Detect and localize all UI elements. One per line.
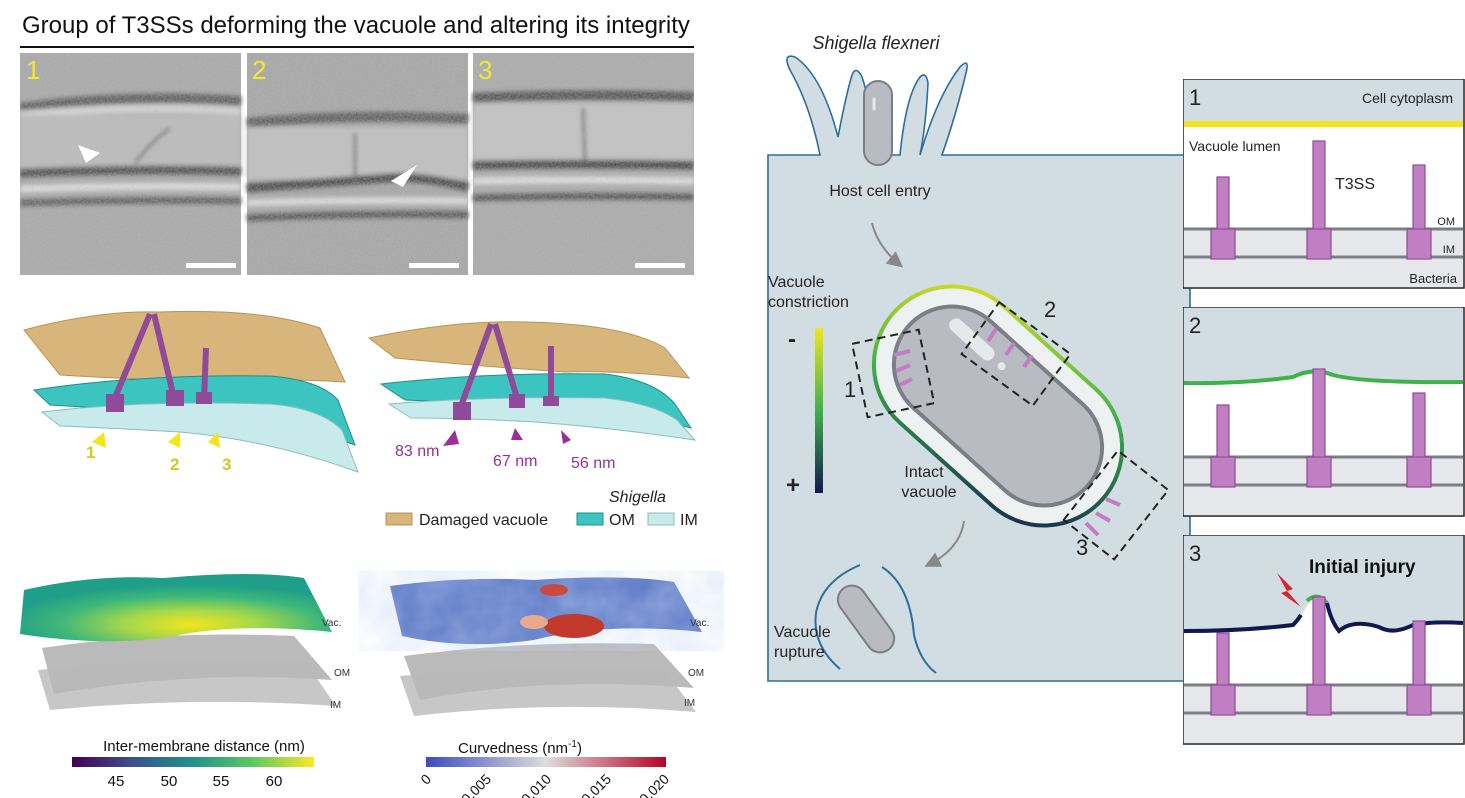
- rupture-arrow: [924, 520, 965, 567]
- segmentation-left: 1 2 3: [23, 310, 359, 474]
- zoom-box-3: [1062, 449, 1170, 561]
- scale-plus: +: [786, 472, 800, 499]
- intact-label-2: vacuole: [901, 484, 956, 501]
- bacterium-rupture: [836, 584, 896, 654]
- zoom-box-2: [960, 300, 1072, 408]
- segmentation-panel: 1 2 3 83 nm 67 nm 56 nm Shigella Damaged…: [23, 310, 698, 529]
- t3ss-label: T3SS: [1335, 176, 1375, 193]
- curvedness-scale-title: Curvedness (nm-1): [458, 739, 582, 757]
- curvedness-tick-0015: 0.015: [578, 771, 614, 798]
- legend-swatch-im: [647, 512, 675, 526]
- layer-label-om-2: OM: [688, 668, 704, 679]
- curvedness-map: Vac. OM IM: [390, 577, 709, 716]
- legend-swatch-vacuole: [385, 512, 413, 526]
- scale-bar: [409, 263, 459, 268]
- curvedness-tick-0: 0: [417, 771, 434, 788]
- distance-83: 83 nm: [395, 443, 439, 460]
- t3ss-needles: [893, 327, 1121, 537]
- micrograph-number-1: 1: [26, 55, 40, 85]
- segment-marker-1: 1: [86, 443, 95, 462]
- distance-56: 56 nm: [571, 455, 615, 472]
- curvedness-tick-0020: 0.020: [636, 771, 672, 798]
- inset-3-number: 3: [1189, 541, 1201, 566]
- curvedness-tick-0010: 0.010: [518, 771, 554, 798]
- inset-1: 1 Cell cytoplasm Vacuole lumen T3SS OM I…: [1183, 79, 1465, 289]
- legend-om: OM: [609, 512, 635, 529]
- legend-im: IM: [680, 512, 698, 529]
- intact-label-1: Intact: [904, 464, 944, 481]
- arrowhead-marker: [391, 165, 417, 187]
- entry-arrow: [871, 222, 904, 268]
- figure-title: Group of T3SSs deforming the vacuole and…: [22, 12, 690, 39]
- distance-scale-title: Inter-membrane distance (nm): [103, 738, 305, 755]
- constriction-scale-bar: [815, 328, 823, 493]
- bacteria-label: Bacteria: [1409, 271, 1457, 286]
- segment-marker-2: 2: [170, 455, 179, 474]
- lumen-label: Vacuole lumen: [1189, 138, 1281, 154]
- distance-tick-50: 50: [161, 773, 178, 790]
- legend-vacuole: Damaged vacuole: [419, 512, 548, 529]
- membrane-navy: [1183, 613, 1303, 633]
- inset-1-number: 1: [1189, 85, 1201, 110]
- segment-marker-3: 3: [222, 455, 231, 474]
- zoom-box-label-2: 2: [1044, 297, 1056, 322]
- bacterium: [891, 304, 1105, 508]
- constriction-label-2: constriction: [768, 294, 849, 311]
- micrograph-3: [472, 53, 694, 275]
- inset-3: 3 Initial injury: [1183, 535, 1465, 745]
- infection-schematic: Shigella flexneri Host cell entry 1 2 3 …: [767, 33, 1191, 682]
- micrograph-number-3: 3: [478, 55, 492, 85]
- distance-67: 67 nm: [493, 453, 537, 470]
- distance-tick-60: 60: [266, 773, 283, 790]
- t3ss-row: [1210, 368, 1432, 488]
- micrograph-1: [20, 53, 242, 275]
- curvedness-tick-0005: 0.005: [458, 771, 494, 798]
- om-label: OM: [1437, 216, 1455, 228]
- segmentation-right: 83 nm 67 nm 56 nm: [367, 321, 697, 472]
- host-entry-label: Host cell entry: [829, 183, 930, 200]
- layer-label-im-2: IM: [684, 698, 695, 709]
- layer-label-vac: Vac.: [322, 618, 341, 629]
- rupture-label-1: Vacuole: [774, 624, 831, 641]
- bacterium-entry: [863, 80, 893, 166]
- injury-label: Initial injury: [1309, 557, 1416, 578]
- zoom-box-label-3: 3: [1076, 535, 1088, 560]
- species-label: Shigella flexneri: [812, 33, 940, 53]
- layer-label-vac-2: Vac.: [690, 618, 709, 629]
- t3ss-row: [1210, 596, 1432, 716]
- cytoplasm-label: Cell cytoplasm: [1362, 90, 1453, 106]
- scale-minus: -: [788, 326, 796, 353]
- vacuole: [871, 284, 1125, 528]
- layer-label-im: IM: [330, 700, 341, 711]
- title-rule: [20, 46, 694, 48]
- arrowhead-marker: [78, 145, 100, 163]
- legend-species: Shigella: [609, 489, 666, 506]
- rupture-label-2: rupture: [774, 644, 825, 661]
- distance-tick-45: 45: [108, 773, 125, 790]
- distance-colorbar: Inter-membrane distance (nm) 45 50 55 60: [72, 738, 314, 790]
- legend-swatch-om: [576, 512, 604, 526]
- maps-panel: Vac. OM IM Vac. OM IM Inter-membrane dis…: [20, 574, 709, 798]
- scale-bar: [635, 263, 685, 268]
- micrograph-2: [246, 53, 470, 275]
- zoom-box-label-1: 1: [844, 377, 856, 402]
- layer-label-om: OM: [334, 668, 350, 679]
- im-label: IM: [1443, 244, 1455, 256]
- inset-2-number: 2: [1189, 313, 1201, 338]
- constriction-label-1: Vacuole: [768, 274, 825, 291]
- lightning-icon: [1277, 573, 1301, 607]
- micrograph-number-2: 2: [252, 55, 266, 85]
- curvedness-colorbar: Curvedness (nm-1) 0 0.005 0.010 0.015 0.…: [417, 739, 672, 798]
- scale-bar: [186, 263, 236, 268]
- segmentation-legend: Shigella Damaged vacuole OM IM: [385, 489, 698, 529]
- t3ss-row: [1210, 140, 1432, 260]
- distance-map: Vac. OM IM: [20, 574, 350, 711]
- micrograph-strip: 1 2 3: [20, 53, 694, 275]
- distance-tick-55: 55: [213, 773, 230, 790]
- inset-2: 2: [1183, 307, 1465, 517]
